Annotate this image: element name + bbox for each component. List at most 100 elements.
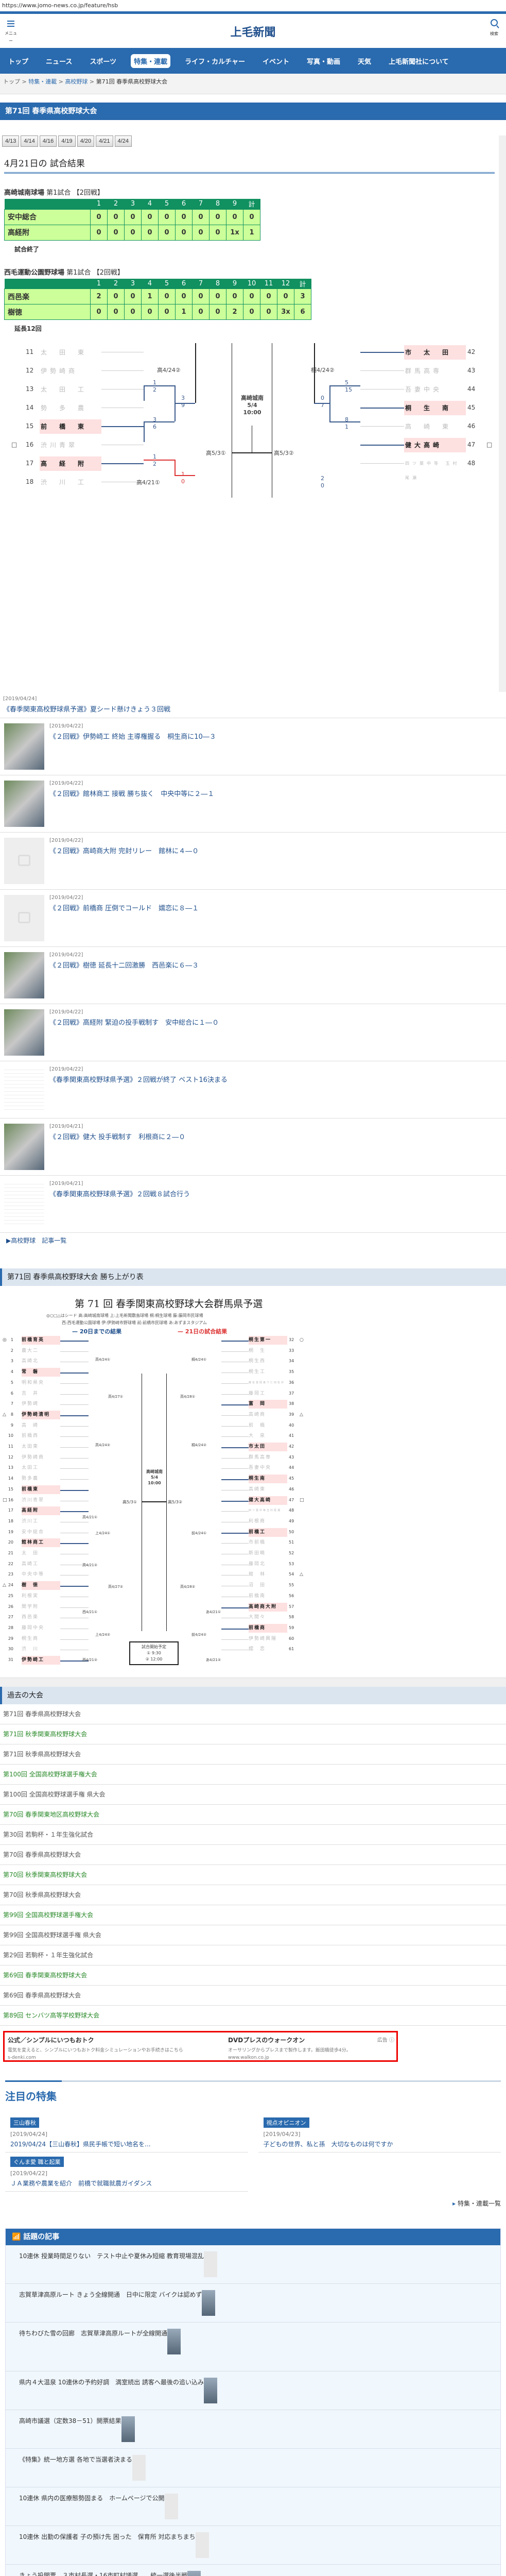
article-item[interactable]: [2019/04/21]《春季関東高校野球県予選》２回戦８試合行う	[0, 1176, 506, 1233]
article-title[interactable]: 《２回戦》前橋商 圧倒でコールド 嬬恋に８―１	[49, 905, 199, 912]
article-thumbnail[interactable]	[4, 1066, 44, 1113]
past-tournament-link[interactable]: 第99回 全国高校野球選手権大会	[0, 1905, 506, 1925]
past-tournament-link[interactable]: 第69回 春季関東高校野球大会	[0, 1965, 506, 1986]
article-title[interactable]: 《春季関東高校野球県予選》夏シード懸けきょう３回戦	[3, 706, 171, 714]
article-item[interactable]: [2019/04/21]《２回戦》健大 投手戦制す 利根商に２―０	[0, 1118, 506, 1176]
featured-more-link[interactable]: 特集・連載一覧	[5, 2199, 501, 2208]
article-title[interactable]: 《２回戦》高崎商大附 完封リレー 館林に４―０	[49, 848, 199, 855]
article-item[interactable]: [2019/04/22]《２回戦》高崎商大附 完封リレー 館林に４―０	[0, 833, 506, 890]
featured-item[interactable]: 視点オピニオン[2019/04/23]子どもの世界、私と孫 大切なものは何ですか	[258, 2113, 501, 2153]
past-tournament-link[interactable]: 第70回 春季関東地区高校野球大会	[0, 1805, 506, 1825]
featured-title[interactable]: ＪＡ業務や農業を紹介 前橋で就職就農ガイダンス	[10, 2180, 152, 2187]
trending-title[interactable]: 《特集》統一地方選 各地で当選者決まる	[19, 2456, 132, 2463]
past-tournament-link[interactable]: 第30回 若駒杯・１年生強化試合	[0, 1825, 506, 1845]
nav-item-6[interactable]: 写真・動画	[307, 58, 341, 66]
breadcrumb-item[interactable]: 特集・連載	[28, 78, 57, 85]
featured-tag[interactable]: 視点オピニオン	[263, 2117, 309, 2128]
date-tab[interactable]: 4/14	[21, 135, 38, 147]
article-thumbnail[interactable]	[4, 952, 44, 998]
nav-item-5[interactable]: イベント	[263, 58, 290, 66]
featured-item[interactable]: 三山春秋[2019/04/24]2019/04/24【三山春秋】県民手帳で短い地…	[5, 2113, 248, 2153]
date-tab[interactable]: 4/21	[96, 135, 113, 147]
trending-item[interactable]: 10連休 県内の医療態勢固まる ホームページで公開	[6, 2487, 500, 2526]
header-search-button[interactable]: 検索	[486, 19, 502, 37]
article-thumbnail[interactable]	[4, 895, 44, 941]
nav-item-1[interactable]: ニュース	[46, 58, 73, 66]
article-thumbnail[interactable]	[4, 1009, 44, 1056]
date-tab[interactable]: 4/20	[77, 135, 95, 147]
article-title[interactable]: 《２回戦》館林商工 接戦 勝ち抜く 中央中等に２―１	[49, 790, 215, 798]
past-tournament-link[interactable]: 第71回 秋季県高校野球大会	[0, 1744, 506, 1765]
nav-item-7[interactable]: 天気	[358, 58, 372, 66]
trending-item[interactable]: 志賀草津高原ルート きょう全線開通 日中に限定 バイクは認めず	[6, 2284, 500, 2323]
past-tournament-link[interactable]: 第100回 全国高校野球選手権 県大会	[0, 1785, 506, 1805]
nav-item-4[interactable]: ライフ・カルチャー	[185, 58, 246, 66]
nav-item-0[interactable]: トップ	[8, 58, 29, 66]
article-title[interactable]: 《２回戦》伊勢崎工 終始 主導権握る 桐生商に10―３	[49, 733, 216, 741]
nav-item-3[interactable]: 特集・連載	[131, 54, 171, 68]
past-tournament-link[interactable]: 第70回 秋季県高校野球大会	[0, 1885, 506, 1905]
ad-badge[interactable]: 広告 ⓘ	[377, 2036, 394, 2043]
trending-item[interactable]: きょう投開票 ３市村長選・16市町村議選 統一選後半戦	[6, 2565, 500, 2576]
date-tab[interactable]: 4/24	[114, 135, 132, 147]
article-item[interactable]: [2019/04/22]《２回戦》前橋商 圧倒でコールド 嬬恋に８―１	[0, 890, 506, 947]
featured-tag[interactable]: 三山春秋	[10, 2117, 39, 2128]
trending-title[interactable]: 10連休 授業時間足りない テスト中止や夏休み短縮 教育現場混乱	[19, 2252, 204, 2260]
article-item[interactable]: [2019/04/22]《春季関東高校野球県予選》２回戦が終了 ベスト16決まる	[0, 1061, 506, 1118]
article-item[interactable]: [2019/04/22]《２回戦》館林商工 接戦 勝ち抜く 中央中等に２―１	[0, 775, 506, 833]
article-thumbnail[interactable]	[4, 723, 44, 770]
article-title[interactable]: 《２回戦》健大 投手戦制す 利根商に２―０	[49, 1133, 186, 1141]
article-thumbnail[interactable]	[4, 1181, 44, 1227]
featured-title[interactable]: 子どもの世界、私と孫 大切なものは何ですか	[263, 2141, 393, 2148]
breadcrumb-item[interactable]: トップ	[3, 78, 20, 85]
site-logo[interactable]: 上毛新聞	[230, 26, 276, 39]
past-tournament-link[interactable]: 第99回 全国高校野球選手権 県大会	[0, 1925, 506, 1945]
article-title[interactable]: 《春季関東高校野球県予選》２回戦が終了 ベスト16決まる	[49, 1076, 228, 1084]
vertical-scrollbar[interactable]	[500, 143, 505, 246]
text-ad[interactable]: 公式／シンプルにいつもおトク 電気を変えると、シンプルにいつもおトク料金シミュレ…	[3, 2031, 398, 2062]
date-tab[interactable]: 4/13	[2, 135, 20, 147]
menu-button[interactable]: メニュー	[3, 19, 19, 44]
breadcrumb-item[interactable]: 高校野球	[65, 78, 88, 85]
trending-item[interactable]: 10連休 授業時間足りない テスト中止や夏休み短縮 教育現場混乱	[6, 2245, 500, 2284]
past-tournament-link[interactable]: 第70回 秋季関東高校野球大会	[0, 1865, 506, 1885]
featured-tag[interactable]: ぐんま愛 職と起業	[10, 2157, 64, 2167]
past-tournament-link[interactable]: 第69回 春季県高校野球大会	[0, 1986, 506, 2006]
article-title[interactable]: 《春季関東高校野球県予選》２回戦８試合行う	[49, 1191, 190, 1198]
address-bar[interactable]: https://www.jomo-news.co.jp/feature/hsb	[0, 0, 506, 11]
article-item[interactable]: [2019/04/22]《２回戦》樹徳 延長十二回激勝 西邑楽に６―３	[0, 947, 506, 1004]
past-tournament-link[interactable]: 第29回 若駒杯・１年生強化試合	[0, 1945, 506, 1965]
trending-item[interactable]: 待ちわびた雪の回廊 志賀草津高原ルートが全線開通	[6, 2323, 500, 2371]
past-tournament-link[interactable]: 第70回 春季県高校野球大会	[0, 1845, 506, 1865]
ad-headline[interactable]: DVDプレスのウォークオン	[228, 2037, 305, 2044]
article-title[interactable]: 《２回戦》高経附 緊迫の投手戦制す 安中総合に１―０	[49, 1019, 219, 1027]
past-tournament-link[interactable]: 第100回 全国高校野球選手権大会	[0, 1765, 506, 1785]
trending-title[interactable]: 10連休 出勤の保護者 子の預け先 困った 保育所 対応まちまち	[19, 2533, 196, 2540]
trending-title[interactable]: 10連休 県内の医療態勢固まる ホームページで公開	[19, 2495, 165, 2502]
article-thumbnail[interactable]	[4, 838, 44, 884]
nav-item-2[interactable]: スポーツ	[90, 58, 117, 66]
trending-item[interactable]: 10連休 出勤の保護者 子の預け先 困った 保育所 対応まちまち	[6, 2526, 500, 2565]
past-tournament-link[interactable]: 第89回 センバツ高等学校野球大会	[0, 2006, 506, 2026]
date-tab[interactable]: 4/16	[39, 135, 57, 147]
trending-title[interactable]: 高崎市議選（定数38－51）開票結果	[19, 2417, 121, 2425]
featured-title[interactable]: 2019/04/24【三山春秋】県民手帳で短い地名を...	[10, 2141, 151, 2148]
trending-item[interactable]: 高崎市議選（定数38－51）開票結果	[6, 2410, 500, 2449]
trending-title[interactable]: 待ちわびた雪の回廊 志賀草津高原ルートが全線開通	[19, 2330, 168, 2337]
articles-more-link[interactable]: ▶高校野球 記事一覧	[6, 1237, 67, 1244]
trending-title[interactable]: きょう投開票 ３市村長選・16市町村議選 統一選後半戦	[19, 2572, 188, 2576]
article-title[interactable]: 《２回戦》樹徳 延長十二回激勝 西邑楽に６―３	[49, 962, 199, 970]
nav-item-8[interactable]: 上毛新聞社について	[389, 58, 449, 66]
article-thumbnail[interactable]	[4, 781, 44, 827]
article-item[interactable]: [2019/04/22]《２回戦》高経附 緊迫の投手戦制す 安中総合に１―０	[0, 1004, 506, 1061]
trending-title[interactable]: 志賀草津高原ルート きょう全線開通 日中に限定 バイクは認めず	[19, 2291, 202, 2298]
ad-headline[interactable]: 公式／シンプルにいつもおトク	[8, 2037, 94, 2044]
featured-item[interactable]: ぐんま愛 職と起業[2019/04/22]ＪＡ業務や農業を紹介 前橋で就職就農ガ…	[5, 2153, 248, 2192]
past-tournament-link[interactable]: 第71回 秋季関東高校野球大会	[0, 1724, 506, 1744]
date-tab[interactable]: 4/19	[58, 135, 76, 147]
ad-url[interactable]: www.walkon.co.jp	[228, 2055, 269, 2060]
past-tournament-link[interactable]: 第71回 春季県高校野球大会	[0, 1704, 506, 1724]
trending-item[interactable]: 《特集》統一地方選 各地で当選者決まる	[6, 2449, 500, 2487]
article-item[interactable]: [2019/04/22]《２回戦》伊勢崎工 終始 主導権握る 桐生商に10―３	[0, 718, 506, 775]
